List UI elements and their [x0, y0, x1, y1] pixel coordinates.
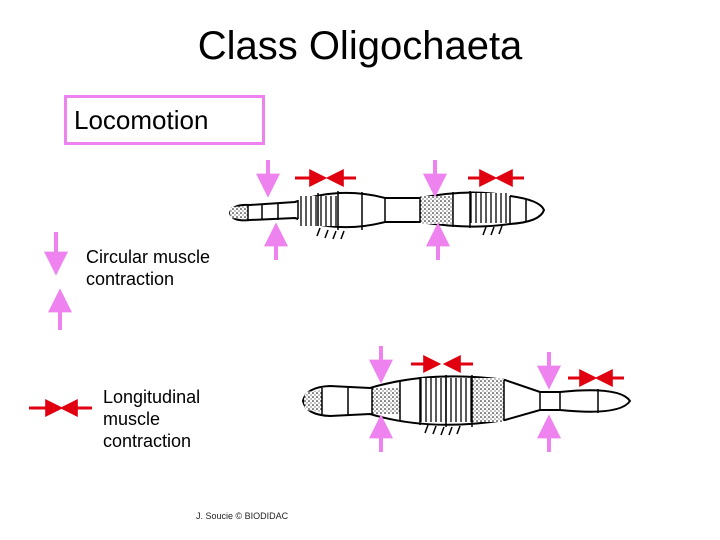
- longitudinal-label-line-2: muscle: [103, 409, 161, 429]
- top-circular-arrows-icon: [256, 160, 450, 260]
- section-label-box: Locomotion: [64, 95, 265, 145]
- circular-label-line-1: Circular muscle: [86, 247, 211, 267]
- bottom-circular-arrows-icon: [369, 346, 561, 452]
- circular-label-line-2: contraction: [86, 269, 175, 289]
- longitudinal-muscle-label: Longitudinal muscle contraction: [103, 386, 200, 452]
- longitudinal-label-line-3: contraction: [103, 431, 192, 451]
- circular-muscle-label: Circular muscle contraction: [86, 246, 210, 290]
- page-title: Class Oligochaeta: [197, 24, 523, 68]
- bottom-longitudinal-arrows-icon: [411, 355, 624, 387]
- legend-circular-arrow-icon: [44, 232, 72, 330]
- longitudinal-label-line-1: Longitudinal: [103, 387, 201, 407]
- earthworm-top-icon: [228, 191, 546, 240]
- earthworm-bottom-icon: [301, 375, 632, 436]
- credit-text: J. Soucie © BIODIDAC: [196, 511, 289, 521]
